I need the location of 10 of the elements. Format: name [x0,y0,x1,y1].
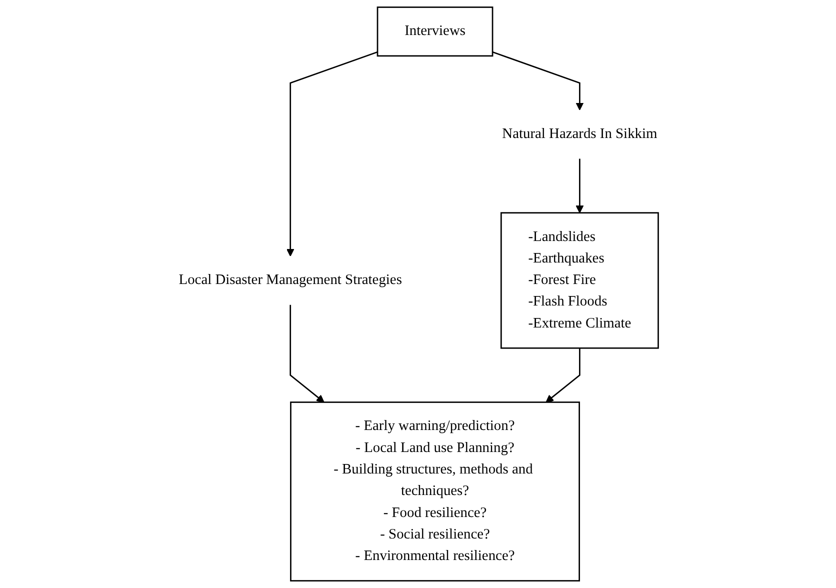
arrow [492,51,584,110]
node-box: -Landslides -Earthquakes -Forest Fire -Flash Floods -Extreme Climate [500,212,659,349]
node-text: Local Disaster Management Strategies [178,272,402,288]
node-box: Interviews [376,6,494,57]
arrow [286,51,378,256]
arrow [576,158,584,214]
arrow [290,304,324,403]
node-box: - Early warning/prediction? - Local Land use Planning? - Building structures, methods and techniques? - Food resilience? - Social resilience? - Environmental resilience? [290,402,580,582]
node-text: Natural Hazards In Sikkim [502,126,658,142]
arrow [546,348,580,403]
